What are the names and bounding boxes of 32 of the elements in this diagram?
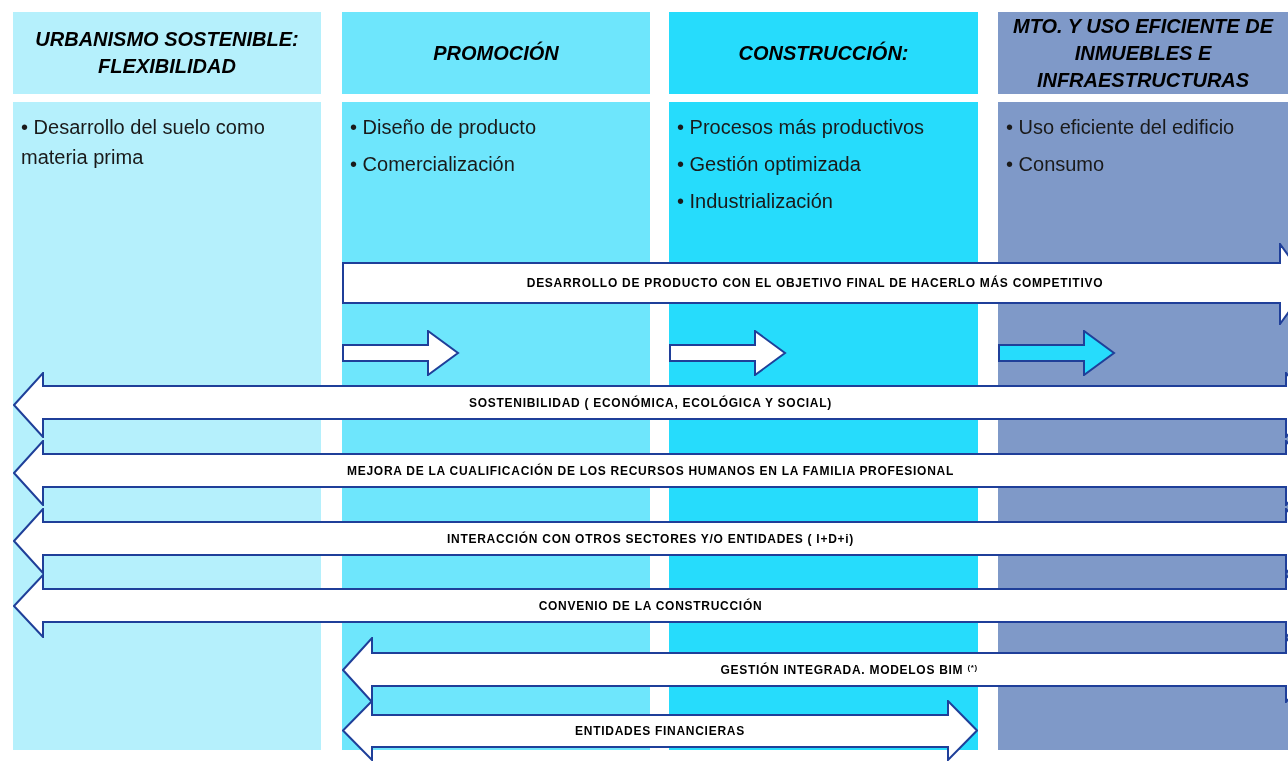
bullet-item: • Comercialización [350, 152, 516, 177]
bullet-item: • Consumo [1006, 152, 1106, 177]
bullet-item: • Diseño de producto [350, 115, 537, 140]
header-title: MTO. Y USO EFICIENTE DE INMUEBLES E INFRAESTRUCTURAS [1011, 13, 1275, 93]
bullet-item: • Gestión optimizada [677, 152, 862, 177]
column-header [669, 12, 978, 94]
banner [342, 700, 978, 761]
banner [13, 574, 1288, 638]
banner [13, 372, 1288, 438]
banner-label: CONVENIO DE LA CONSTRUCCIÓN [538, 597, 763, 615]
bullet-item: • Uso eficiente del edificio [1006, 115, 1236, 140]
banner-label: INTERACCIÓN CON OTROS SECTORES Y/O ENTIDADES ( I+D+i) [446, 530, 855, 548]
bullet-item: • Desarrollo del suelo como materia prima [21, 115, 266, 170]
bullet-item: • Procesos más productivos [677, 115, 926, 140]
block-arrow-icon [669, 330, 787, 376]
banner [342, 243, 1288, 325]
banner-label: DESARROLLO DE PRODUCTO CON EL OBJETIVO FINAL DE HACERLO MÁS COMPETITIVO [526, 274, 1104, 292]
block-arrow-icon [998, 330, 1116, 376]
banner-label: SOSTENIBILIDAD ( ECONÓMICA, ECOLÓGICA Y SOCIAL) [469, 394, 832, 412]
column-header [342, 12, 650, 94]
banner-label: ENTIDADES FINANCIERAS [575, 723, 745, 740]
header-title: URBANISMO SOSTENIBLE: FLEXIBILIDAD [34, 27, 300, 79]
column-header [13, 12, 321, 94]
banner [13, 508, 1288, 574]
header-title: CONSTRUCCIÓN: [738, 40, 909, 66]
bullet-item: • Industrialización [677, 189, 834, 214]
block-arrow-icon [342, 330, 460, 376]
banner-label: GESTIÓN INTEGRADA. MODELOS BIM $^{(*)}$ [720, 661, 978, 679]
banner [13, 440, 1288, 506]
banner [342, 637, 1288, 703]
banner-label: MEJORA DE LA CUALIFICACIÓN DE LOS RECURSOS HUMANOS EN LA FAMILIA PROFESIONAL [347, 462, 954, 480]
header-title: PROMOCIÓN [433, 40, 559, 66]
